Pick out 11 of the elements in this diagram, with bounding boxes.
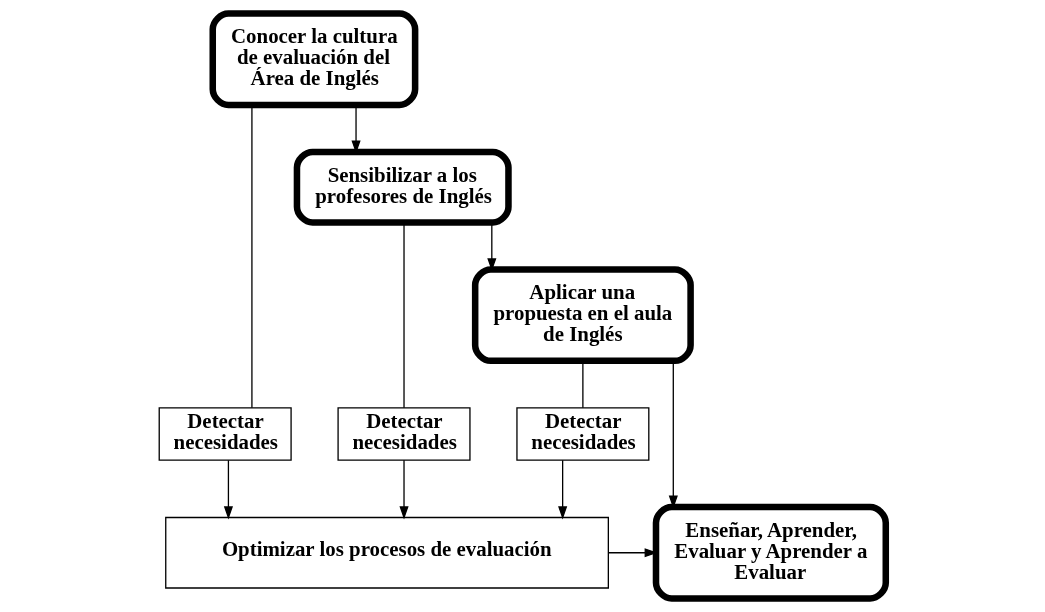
node-box: Conocer la cultura de evaluación del Área de Inglés	[209, 10, 419, 109]
arrow	[399, 459, 409, 520]
node-box: Detectar necesidades	[337, 407, 471, 461]
arrow	[223, 459, 233, 520]
arrow	[558, 459, 568, 520]
node-box: Sensibilizar a los profesores de Inglés	[293, 148, 512, 226]
node-box: Detectar necesidades	[516, 407, 650, 461]
node-box: Aplicar una propuesta en el aula de Inglés	[471, 266, 694, 365]
node-box: Detectar necesidades	[158, 407, 292, 461]
node-box: Enseñar, Aprender, Evaluar y Aprender a Evaluar	[652, 503, 890, 602]
node-box: Optimizar los procesos de evaluación	[165, 516, 609, 589]
